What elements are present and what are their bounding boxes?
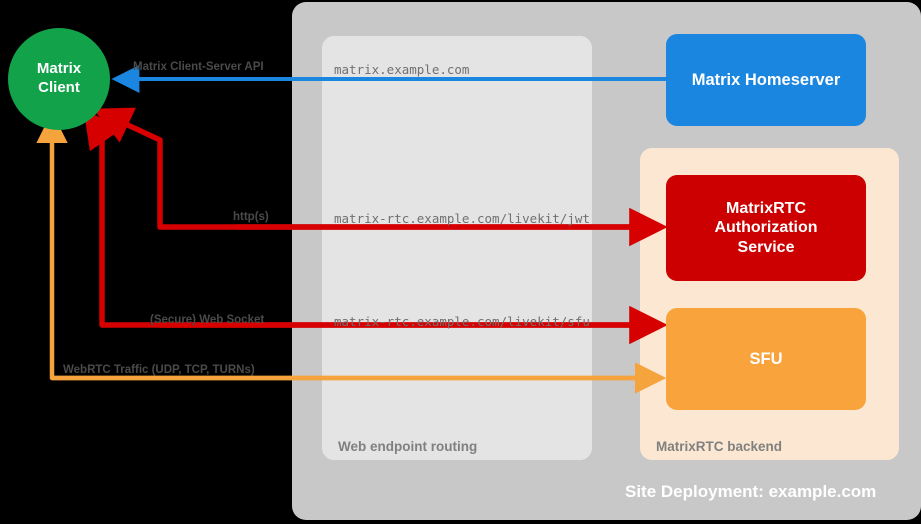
flow-label-web-socket: (Secure) Web Socket bbox=[150, 314, 265, 326]
web-endpoint-routing-group bbox=[322, 36, 592, 460]
node-sfu[interactable]: SFU bbox=[666, 308, 866, 410]
endpoint-label-matrix: matrix.example.com bbox=[334, 62, 470, 77]
node-matrix-client[interactable]: Matrix Client bbox=[8, 28, 110, 130]
endpoint-label-livekit-sfu: matrix-rtc.example.com/livekit/sfu bbox=[334, 314, 590, 329]
sfu-label: SFU bbox=[749, 349, 783, 368]
endpoint-label-livekit-jwt: matrix-rtc.example.com/livekit/jwt bbox=[334, 211, 590, 226]
matrix-client-label-line1: Matrix bbox=[36, 60, 82, 78]
matrix-homeserver-label: Matrix Homeserver bbox=[691, 70, 841, 89]
flow-label-https: http(s) bbox=[233, 211, 269, 223]
connector-https-to-client bbox=[93, 107, 660, 230]
group-label-matrixrtc-backend: MatrixRTC backend bbox=[656, 439, 783, 454]
auth-service-label-line1: MatrixRTC bbox=[725, 199, 806, 217]
site-deployment-label: Site Deployment: example.com bbox=[625, 482, 877, 501]
node-matrix-homeserver[interactable]: Matrix Homeserver bbox=[666, 34, 866, 126]
flow-label-webrtc-traffic: WebRTC Traffic (UDP, TCP, TURNs) bbox=[63, 364, 255, 376]
matrix-client-label-line2: Client bbox=[38, 79, 80, 96]
node-matrixrtc-authorization-service[interactable]: MatrixRTC Authorization Service bbox=[666, 175, 866, 281]
auth-service-label-line3: Service bbox=[737, 238, 795, 256]
connector-webrtc-to-client bbox=[36, 111, 660, 381]
flow-label-client-server-api: Matrix Client-Server API bbox=[133, 61, 264, 73]
group-label-web-endpoint-routing: Web endpoint routing bbox=[338, 439, 478, 454]
auth-service-label-line2: Authorization bbox=[714, 219, 818, 237]
